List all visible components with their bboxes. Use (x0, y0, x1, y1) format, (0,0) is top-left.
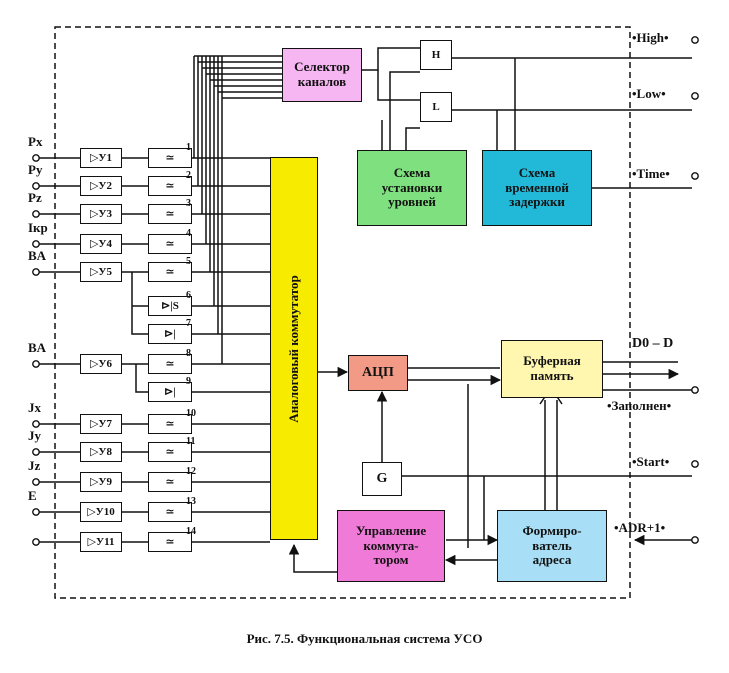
amplifier-5: ▷У5 (80, 262, 122, 282)
terminal (32, 268, 40, 276)
terminal (32, 508, 40, 516)
output-start: •Start• (632, 454, 670, 469)
channel-number-5: 5 (186, 256, 191, 267)
channel-number-8: 8 (186, 348, 191, 359)
terminal (32, 360, 40, 368)
system-boundary (54, 26, 631, 599)
terminal (691, 386, 699, 394)
amplifier-3: ▷У3 (80, 204, 122, 224)
channel-filter-4: ≃ (148, 234, 192, 254)
level-setting-scheme: Схема установки уровней (357, 150, 467, 226)
output-full: •Заполнен• (607, 398, 672, 413)
terminal (32, 240, 40, 248)
input-label-8: Jz (28, 458, 41, 473)
channel-number-14: 14 (186, 526, 196, 537)
amplifier-7: ▷У7 (80, 414, 122, 434)
terminal (32, 448, 40, 456)
channel-number-11: 11 (186, 436, 196, 447)
terminal (32, 154, 40, 162)
terminal (32, 478, 40, 486)
comparator-low-label: L (432, 100, 440, 113)
output-high: •High• (632, 30, 669, 45)
channel-filter-2: ≃ (148, 176, 192, 196)
channel-number-13: 13 (186, 496, 196, 507)
generator: G (362, 462, 402, 496)
channel-number-4: 4 (186, 228, 191, 239)
amplifier-2: ▷У2 (80, 176, 122, 196)
output-time: •Time• (632, 166, 670, 181)
channel-number-10: 10 (186, 408, 196, 419)
input-label-7: Jy (28, 428, 41, 443)
channel-number-12: 12 (186, 466, 196, 477)
terminal (691, 460, 699, 468)
channel-filter-1: ≃ (148, 148, 192, 168)
amplifier-8: ▷У8 (80, 442, 122, 462)
channel-filter-6: ⊳|S (148, 296, 192, 316)
channel-number-3: 3 (186, 198, 191, 209)
address-former: Формиро- ватель адреса (497, 510, 607, 582)
channel-number-2: 2 (186, 170, 191, 181)
amplifier-4: ▷У4 (80, 234, 122, 254)
channel-number-9: 9 (186, 376, 191, 387)
terminal (32, 538, 40, 546)
input-label-9: E (28, 488, 37, 503)
channel-filter-12: ≃ (148, 472, 192, 492)
comparator-low: L (420, 92, 452, 122)
buffer-memory: Буферная память (501, 340, 603, 398)
analog-commutator-label: Аналоговый коммутатор (286, 274, 301, 423)
channel-number-7: 7 (186, 318, 191, 329)
comparator-high: H (420, 40, 452, 70)
input-label-4: BA (28, 248, 47, 263)
channel-filter-7: ⊳| (148, 324, 192, 344)
terminal (691, 172, 699, 180)
channel-filter-8: ≃ (148, 354, 192, 374)
input-label-3: Iкр (28, 220, 48, 235)
amplifier-10: ▷У10 (80, 502, 122, 522)
channel-selector: Селектор каналов (282, 48, 362, 102)
terminal (32, 182, 40, 190)
analog-commutator: Аналоговый коммутатор (270, 157, 318, 540)
input-label-2: Pz (28, 190, 42, 205)
amplifier-11: ▷У11 (80, 532, 122, 552)
channel-number-6: 6 (186, 290, 191, 301)
output-low: •Low• (632, 86, 666, 101)
adc: АЦП (348, 355, 408, 391)
channel-filter-10: ≃ (148, 414, 192, 434)
input-label-1: Py (28, 162, 43, 177)
terminal (691, 92, 699, 100)
amplifier-6: ▷У6 (80, 354, 122, 374)
input-adr: •ADR+1• (614, 520, 666, 535)
input-label-6: Jx (28, 400, 41, 415)
terminal (32, 210, 40, 218)
channel-filter-3: ≃ (148, 204, 192, 224)
amplifier-9: ▷У9 (80, 472, 122, 492)
figure-caption: Рис. 7.5. Функциональная система УСО (246, 631, 483, 646)
output-data: D0 – D (632, 336, 674, 351)
input-label-0: Px (28, 134, 43, 149)
comparator-high-label: H (431, 48, 441, 61)
amplifier-1: ▷У1 (80, 148, 122, 168)
channel-filter-5: ≃ (148, 262, 192, 282)
channel-filter-9: ⊳| (148, 382, 192, 402)
commutator-control: Управление коммута- тором (337, 510, 445, 582)
channel-filter-11: ≃ (148, 442, 192, 462)
channel-filter-13: ≃ (148, 502, 192, 522)
terminal (691, 36, 699, 44)
channel-number-1: 1 (186, 142, 191, 153)
terminal (32, 420, 40, 428)
channel-filter-14: ≃ (148, 532, 192, 552)
terminal (691, 536, 699, 544)
time-delay-scheme: Схема временной задержки (482, 150, 592, 226)
input-label-5: BA (28, 340, 47, 355)
